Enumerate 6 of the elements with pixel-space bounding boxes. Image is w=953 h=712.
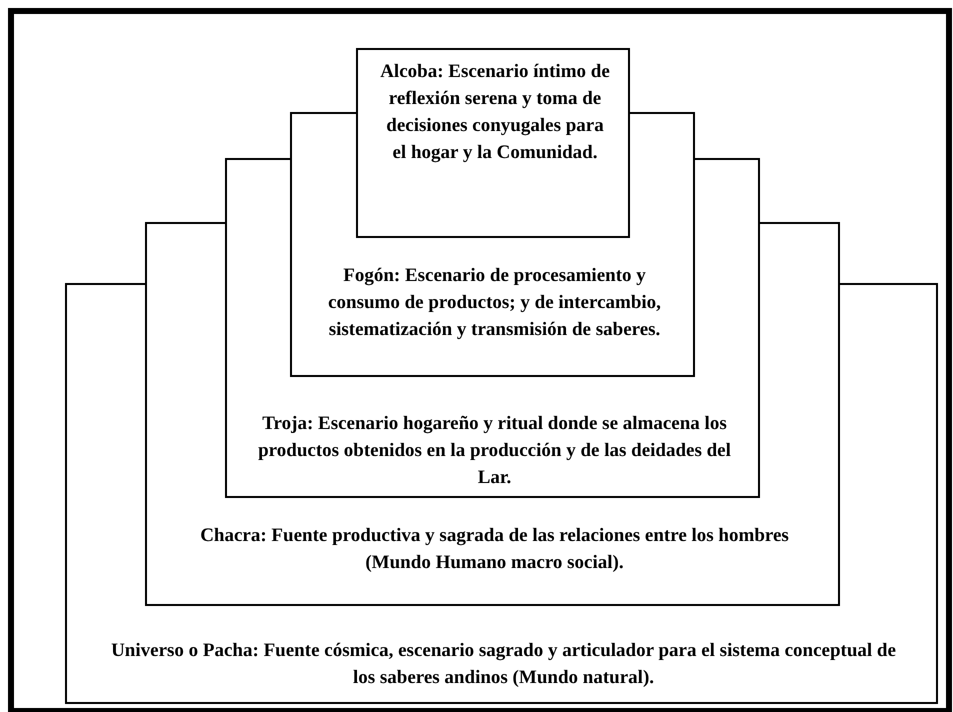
box-description: Universo o Pacha: Fuente cósmica, escenario sagrado y articulador para el sistema conceptual de los saberes andinos (Mundo natural). [110,639,897,690]
box-description: Chacra: Fuente productiva y sagrada de las relaciones entre los hombres (Mundo Humano macro social). [199,524,790,575]
box-description: Fogón: Escenario de procesamiento y consumo de productos; y de intercambio, sistematización y transmisión de saberes. [327,264,662,342]
nested-box [356,48,630,238]
box-description: Troja: Escenario hogareño y ritual donde se almacena los productos obtenidos en la producción y de las deidades del Lar. [257,412,732,490]
box-description: Alcoba: Escenario íntimo de reflexión serena y toma de decisiones conyugales para el hogar y la Comunidad. [379,60,611,165]
